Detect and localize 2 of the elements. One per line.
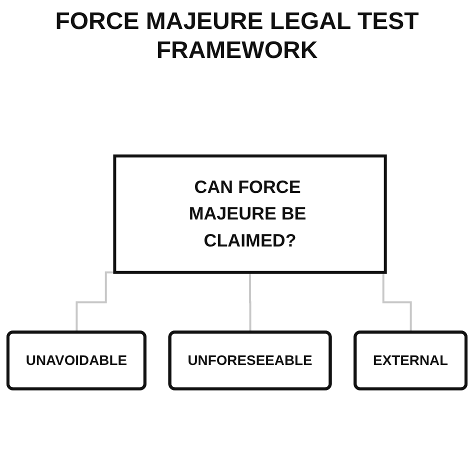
node-box: CAN FORCE MAJEURE BE CLAIMED? <box>113 154 387 274</box>
title: FORCE MAJEURE LEGAL TEST FRAMEWORK <box>54 8 420 66</box>
